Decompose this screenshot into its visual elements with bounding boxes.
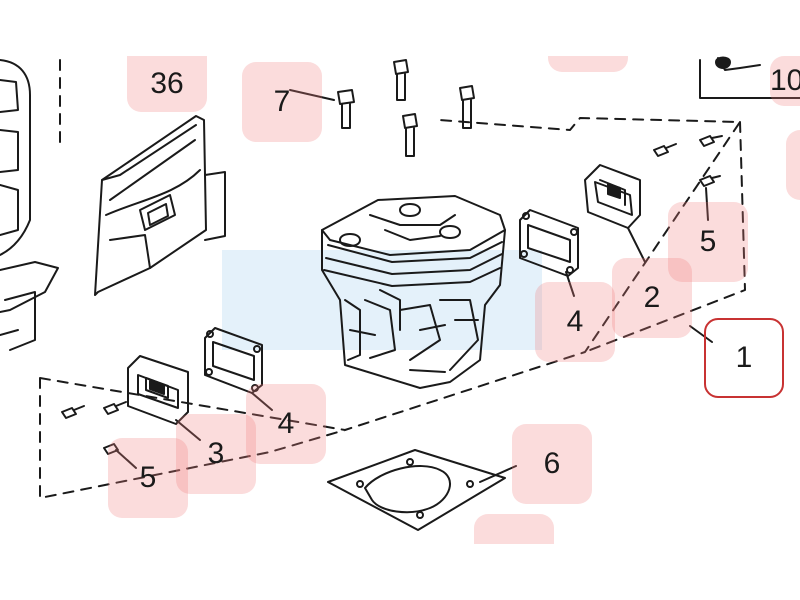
gasket-4-left-part	[204, 327, 263, 394]
leader-5a	[705, 187, 709, 221]
bolt-7-right	[459, 85, 475, 129]
top-letterbox	[0, 0, 800, 56]
kit-boundary-outline	[584, 121, 746, 353]
leader-7	[289, 89, 335, 101]
cylinder-part	[321, 195, 506, 389]
leader-6	[479, 465, 517, 483]
part-10-box	[699, 59, 800, 99]
leader-2	[627, 227, 646, 263]
callout-6[interactable]: 6	[512, 424, 592, 504]
screw-top-a	[653, 143, 677, 157]
flange-2-part	[584, 164, 641, 229]
callout-5-right[interactable]: 5	[668, 202, 748, 282]
callout-5-left[interactable]: 5	[108, 438, 188, 518]
screw-top-c	[699, 175, 721, 187]
screw-top-b	[699, 135, 723, 147]
callout-10[interactable]: 10	[770, 56, 800, 106]
left-housing-part	[0, 59, 59, 351]
cropped-callout-bottom-center	[474, 514, 554, 544]
callout-1-selected[interactable]: 1	[704, 318, 784, 398]
callout-2[interactable]: 2	[612, 258, 692, 338]
cropped-callout-top-center	[548, 56, 628, 72]
bolt-7-center	[402, 113, 418, 157]
heat-shield-part	[94, 115, 226, 296]
flange-3-part	[127, 355, 189, 425]
leader-1	[689, 325, 713, 343]
bolt-7-top	[393, 59, 409, 101]
kit-boundary-dashed	[39, 117, 741, 499]
cropped-callout-right-edge	[786, 130, 800, 200]
leader-4a	[565, 271, 575, 297]
callout-4-left[interactable]: 4	[246, 384, 326, 464]
screw-bottom-a	[61, 405, 85, 419]
gasket-4-right-part	[519, 209, 579, 277]
callout-7[interactable]: 7	[242, 62, 322, 142]
bolt-7-left	[337, 89, 355, 129]
bottom-letterbox	[0, 544, 800, 600]
screw-bottom-b	[103, 401, 127, 415]
callout-4-right[interactable]: 4	[535, 282, 615, 362]
screw-bottom-c	[103, 443, 137, 469]
base-gasket-6-part	[327, 449, 506, 531]
callout-3[interactable]: 3	[176, 414, 256, 494]
leader-4b	[251, 392, 273, 411]
callout-36[interactable]: 36	[127, 56, 207, 112]
leader-3	[175, 419, 201, 441]
